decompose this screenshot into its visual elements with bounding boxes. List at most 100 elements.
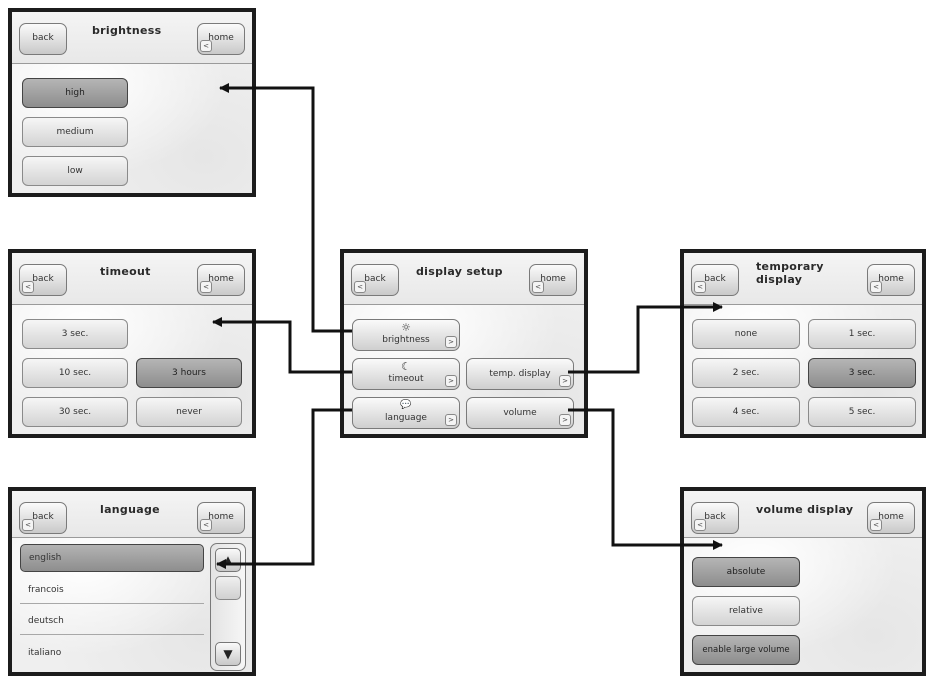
- home-button[interactable]: home <: [197, 264, 245, 296]
- home-label: home: [208, 512, 234, 522]
- chevron-left-icon: <: [694, 519, 706, 531]
- brightness-header: back brightness home <: [12, 12, 252, 64]
- display-setup-header: back < display setup home <: [344, 253, 584, 305]
- brightness-button[interactable]: ☼ brightness >: [352, 319, 460, 351]
- option-never[interactable]: never: [136, 397, 242, 427]
- arrow-to-timeout: [212, 317, 352, 374]
- arrow-to-brightness: [219, 83, 352, 333]
- option-30-sec[interactable]: 30 sec.: [22, 397, 128, 427]
- home-label: home: [540, 274, 566, 284]
- option-enable-large-volume[interactable]: enable large volume: [692, 635, 800, 665]
- back-button[interactable]: back <: [691, 264, 739, 296]
- chevron-left-icon: <: [22, 519, 34, 531]
- chevron-left-icon: <: [200, 40, 212, 52]
- home-label: home: [208, 274, 234, 284]
- title-line-2: display: [756, 273, 803, 286]
- back-label: back: [704, 274, 726, 284]
- back-label: back: [364, 274, 386, 284]
- brightness-title: brightness: [92, 24, 162, 37]
- option-2-sec[interactable]: 2 sec.: [692, 358, 800, 388]
- timeout-screen: back < timeout home < 3 sec. 10 sec. 3 h…: [8, 249, 256, 438]
- language-francois[interactable]: francois: [20, 576, 204, 604]
- volume-display-screen: back < volume display home < absolute re…: [680, 487, 926, 676]
- back-label: back: [704, 512, 726, 522]
- language-italiano[interactable]: italiano: [28, 648, 62, 658]
- option-3-hours[interactable]: 3 hours: [136, 358, 242, 388]
- back-label: back: [32, 33, 54, 43]
- chevron-left-icon: <: [200, 281, 212, 293]
- sun-icon: ☼: [401, 321, 411, 334]
- back-label: back: [32, 512, 54, 522]
- speech-bubble-icon: 💬: [400, 400, 412, 410]
- option-3-sec[interactable]: 3 sec.: [808, 358, 916, 388]
- language-screen: back < language home < english francois …: [8, 487, 256, 676]
- option-10-sec[interactable]: 10 sec.: [22, 358, 128, 388]
- home-label: home: [878, 512, 904, 522]
- temp-display-label: temp. display: [489, 369, 551, 379]
- chevron-left-icon: <: [22, 281, 34, 293]
- option-1-sec[interactable]: 1 sec.: [808, 319, 916, 349]
- option-low[interactable]: low: [22, 156, 128, 186]
- home-label: home: [208, 33, 234, 43]
- chevron-left-icon: <: [694, 281, 706, 293]
- chevron-left-icon: <: [354, 281, 366, 293]
- volume-button[interactable]: volume >: [466, 397, 574, 429]
- option-4-sec[interactable]: 4 sec.: [692, 397, 800, 427]
- option-medium[interactable]: medium: [22, 117, 128, 147]
- display-setup-title: display setup: [416, 265, 503, 278]
- home-button[interactable]: home <: [867, 264, 915, 296]
- timeout-title: timeout: [100, 265, 151, 278]
- option-high[interactable]: high: [22, 78, 128, 108]
- home-button[interactable]: home <: [197, 502, 245, 534]
- timeout-label: timeout: [388, 374, 424, 384]
- chevron-left-icon: <: [532, 281, 544, 293]
- brightness-label: brightness: [382, 335, 430, 345]
- scroll-down-icon[interactable]: ▼: [215, 642, 241, 666]
- chevron-right-icon: >: [445, 336, 457, 348]
- back-button[interactable]: back: [19, 23, 67, 55]
- moon-icon: ☾: [401, 360, 411, 373]
- volume-display-header: back < volume display home <: [684, 491, 922, 538]
- chevron-left-icon: <: [870, 281, 882, 293]
- language-deutsch[interactable]: deutsch: [20, 607, 204, 635]
- title-line-1: temporary: [756, 260, 824, 273]
- chevron-right-icon: >: [445, 414, 457, 426]
- volume-display-title: volume display: [756, 503, 854, 516]
- timeout-button[interactable]: ☾ timeout >: [352, 358, 460, 390]
- back-label: back: [32, 274, 54, 284]
- chevron-left-icon: <: [200, 519, 212, 531]
- home-button[interactable]: home <: [197, 23, 245, 55]
- option-3-sec[interactable]: 3 sec.: [22, 319, 128, 349]
- back-button[interactable]: back <: [19, 264, 67, 296]
- chevron-right-icon: >: [559, 414, 571, 426]
- language-button[interactable]: 💬 language >: [352, 397, 460, 429]
- temporary-display-header: back < temporary display home <: [684, 253, 922, 305]
- language-label: language: [385, 413, 427, 423]
- home-button[interactable]: home <: [867, 502, 915, 534]
- language-title: language: [100, 503, 160, 516]
- chevron-right-icon: >: [445, 375, 457, 387]
- home-button[interactable]: home <: [529, 264, 577, 296]
- back-button[interactable]: back <: [19, 502, 67, 534]
- option-absolute[interactable]: absolute: [692, 557, 800, 587]
- brightness-screen: back brightness home < high medium low: [8, 8, 256, 197]
- arrow-to-temporary-display: [568, 302, 723, 374]
- option-5-sec[interactable]: 5 sec.: [808, 397, 916, 427]
- option-relative[interactable]: relative: [692, 596, 800, 626]
- temp-display-button[interactable]: temp. display >: [466, 358, 574, 390]
- temporary-display-screen: back < temporary display home < none 1 s…: [680, 249, 926, 438]
- option-none[interactable]: none: [692, 319, 800, 349]
- language-header: back < language home <: [12, 491, 252, 538]
- display-setup-screen: back < display setup home < ☼ brightness…: [340, 249, 588, 438]
- home-label: home: [878, 274, 904, 284]
- back-button[interactable]: back <: [351, 264, 399, 296]
- volume-label: volume: [503, 408, 537, 418]
- language-english[interactable]: english: [20, 544, 204, 572]
- chevron-left-icon: <: [870, 519, 882, 531]
- chevron-right-icon: >: [559, 375, 571, 387]
- arrow-to-language: [216, 408, 352, 569]
- scroll-thumb[interactable]: [215, 576, 241, 600]
- back-button[interactable]: back <: [691, 502, 739, 534]
- temporary-display-title: temporary display: [756, 260, 824, 286]
